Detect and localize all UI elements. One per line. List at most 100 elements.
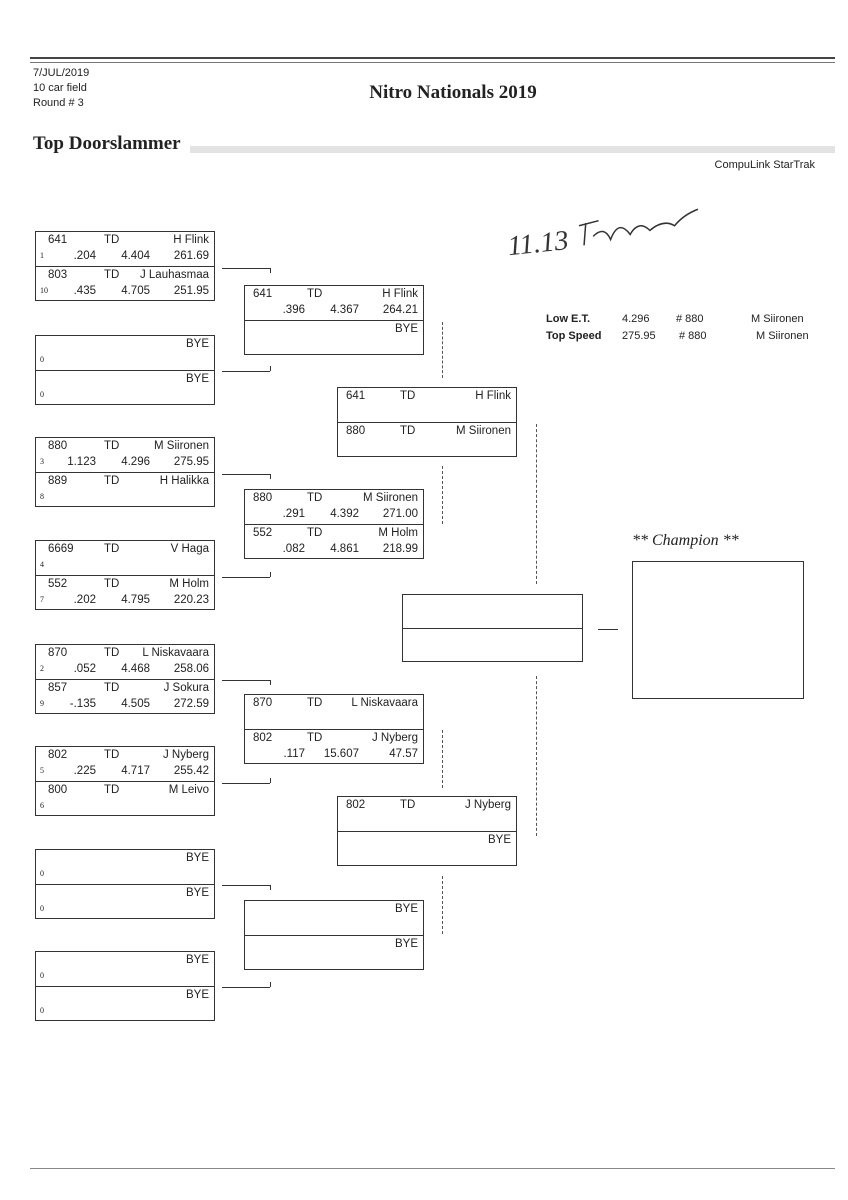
driver-name: BYE (394, 903, 418, 915)
reaction-time: .225 (73, 765, 96, 777)
reaction-time: .435 (73, 285, 96, 297)
class: TD (104, 647, 120, 659)
low-et-label: Low E.T. (546, 313, 590, 325)
seed: 0 (40, 355, 44, 364)
driver-name: L Niskavaara (351, 697, 418, 709)
driver-name: J Nyberg (464, 799, 511, 811)
connector (222, 987, 270, 988)
elapsed-time: 4.505 (121, 698, 150, 710)
class: TD (104, 440, 120, 452)
connector-dashed (442, 730, 443, 788)
field-size: 10 car field (33, 82, 87, 94)
driver-name: BYE (394, 323, 418, 335)
car-number: 857 (48, 682, 68, 694)
car-number: 870 (253, 697, 273, 709)
driver-name: J Sokura (163, 682, 209, 694)
speed: 261.69 (173, 250, 209, 262)
car-number: 889 (48, 475, 68, 487)
top-speed-driver: M Siironen (756, 330, 809, 342)
car-number: 641 (48, 234, 68, 246)
seed: 3 (40, 457, 44, 466)
class: TD (104, 784, 120, 796)
speed: 218.99 (382, 543, 418, 555)
driver-name: M Siironen (456, 425, 511, 437)
driver-name: H Halikka (159, 475, 209, 487)
connector (222, 268, 270, 269)
car-number: 803 (48, 269, 68, 281)
driver-name: BYE (394, 938, 418, 950)
driver-name: J Lauhasmaa (139, 269, 209, 281)
driver-name: M Holm (378, 527, 418, 539)
connector-dashed (536, 424, 537, 584)
car-number: 641 (253, 288, 273, 300)
elapsed-time: 4.468 (121, 663, 150, 675)
event-date: 7/JUL/2019 (33, 67, 90, 79)
speed: 251.95 (173, 285, 209, 297)
car-number: 800 (48, 784, 68, 796)
elapsed-time: 4.861 (330, 543, 359, 555)
final-slot-2 (403, 628, 582, 662)
seed: 0 (40, 390, 44, 399)
driver-name: BYE (185, 373, 209, 385)
bracket-entry: BYE (245, 935, 423, 970)
car-number: 641 (346, 390, 366, 402)
class: TD (104, 269, 120, 281)
seed: 0 (40, 869, 44, 878)
elapsed-time: 15.607 (323, 748, 359, 760)
connector (222, 885, 270, 886)
driver-name: BYE (185, 954, 209, 966)
connector-tick (270, 982, 271, 987)
connector-tick (270, 572, 271, 577)
connector-dashed (442, 466, 443, 524)
match-r2-4: BYE BYE (244, 900, 424, 970)
reaction-time: -.135 (69, 698, 96, 710)
seed: 0 (40, 971, 44, 980)
connector-dashed (442, 876, 443, 934)
reaction-time: 1.123 (67, 456, 96, 468)
connector-tick (270, 778, 271, 783)
speed: 264.21 (382, 304, 418, 316)
brand-label: CompuLink StarTrak (714, 159, 815, 171)
speed: 220.23 (173, 594, 209, 606)
class: TD (307, 492, 323, 504)
seed: 10 (40, 286, 48, 295)
low-et-value: 4.296 (622, 313, 650, 325)
seed: 7 (40, 595, 44, 604)
speed: 258.06 (173, 663, 209, 675)
low-et-car: # 880 (676, 313, 704, 325)
class: TD (400, 799, 416, 811)
elapsed-time: 4.367 (330, 304, 359, 316)
seed: 8 (40, 492, 44, 501)
driver-name: H Flink (475, 390, 511, 402)
class: TD (104, 234, 120, 246)
reaction-time: .117 (283, 748, 305, 760)
car-number: 802 (48, 749, 68, 761)
connector-tick (270, 474, 271, 479)
top-speed-label: Top Speed (546, 330, 602, 342)
driver-name: BYE (185, 338, 209, 350)
footer-rule (30, 1168, 835, 1169)
low-et-driver: M Siironen (751, 313, 804, 325)
class: TD (104, 682, 120, 694)
elapsed-time: 4.717 (121, 765, 150, 777)
car-number: 880 (346, 425, 366, 437)
reaction-time: .396 (282, 304, 305, 316)
driver-name: V Haga (170, 543, 209, 555)
